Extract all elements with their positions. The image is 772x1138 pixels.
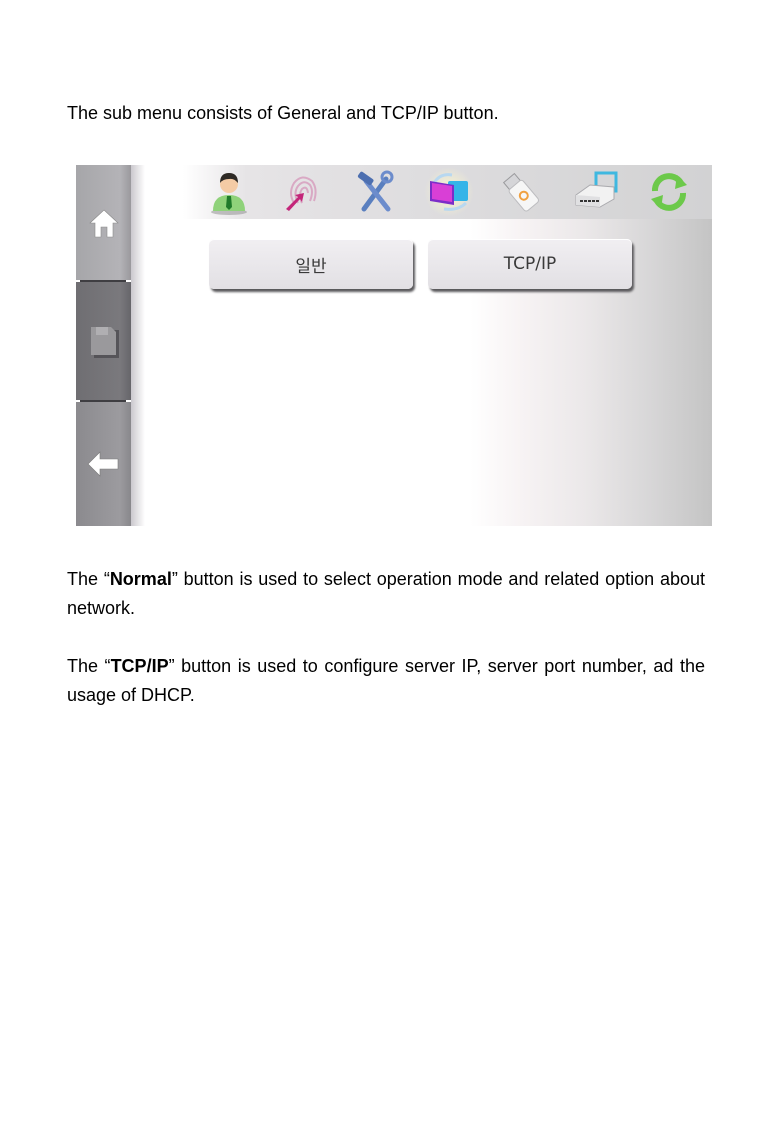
menu-network[interactable] <box>423 167 474 217</box>
sidebar-shadow <box>131 165 145 526</box>
bold-term: Normal <box>109 569 172 589</box>
network-icon <box>429 173 468 211</box>
sidebar-divider <box>80 280 126 282</box>
device-screenshot: 일반 TCP/IP <box>76 165 712 526</box>
menu-usb[interactable] <box>497 167 547 217</box>
save-icon <box>90 327 119 358</box>
menu-fingerprint[interactable] <box>277 167 327 217</box>
user-icon <box>210 173 247 215</box>
intro-paragraph: The sub menu consists of General and TCP… <box>67 103 499 123</box>
back-button[interactable] <box>76 402 131 526</box>
menu-settings-tools[interactable] <box>351 167 401 217</box>
text: ” button is used to configure server IP,… <box>67 656 706 705</box>
back-arrow-icon <box>87 451 118 477</box>
home-button[interactable] <box>76 165 131 280</box>
bold-term: TCP/IP <box>110 656 169 676</box>
menu-sync[interactable] <box>644 167 694 217</box>
fingerprint-icon <box>286 176 317 211</box>
tcpip-button-description: The “TCP/IP” button is used to configure… <box>67 652 705 710</box>
sync-icon <box>651 173 688 211</box>
save-button[interactable] <box>76 282 131 400</box>
sidebar <box>76 165 131 526</box>
menu-user-management[interactable] <box>204 167 254 217</box>
normal-button-description: The “Normal” button is used to select op… <box>67 565 705 623</box>
text: ” button is used to select operation mod… <box>67 569 705 618</box>
general-button[interactable]: 일반 <box>209 239 413 289</box>
home-icon <box>88 209 119 237</box>
menu-communication[interactable] <box>571 167 621 217</box>
sidebar-divider <box>80 400 126 402</box>
text: The “ <box>67 656 111 676</box>
top-menu-icons <box>186 165 712 219</box>
router-icon <box>575 171 618 208</box>
tcpip-button[interactable]: TCP/IP <box>428 239 632 289</box>
text: The “ <box>67 569 110 589</box>
usb-icon <box>503 172 540 212</box>
tools-icon <box>357 170 394 212</box>
